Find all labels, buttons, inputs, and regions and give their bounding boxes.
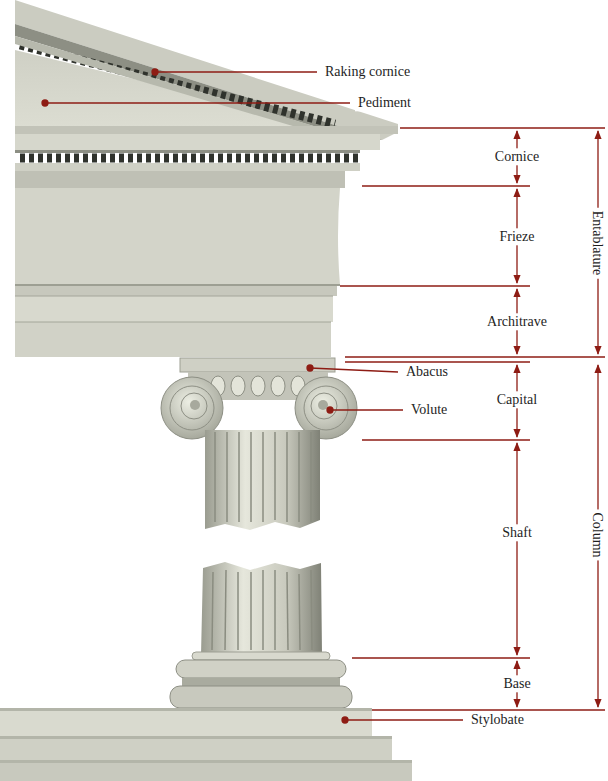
part-label: Shaft [499, 524, 535, 541]
illustration-part [170, 386, 214, 430]
illustration-part [251, 376, 265, 396]
cornice-drawing [15, 126, 398, 188]
illustration-part [516, 443, 517, 655]
illustration-part [0, 736, 392, 739]
part-label: Cornice [492, 148, 542, 165]
illustration-part [311, 570, 312, 650]
illustration-part [310, 432, 312, 522]
part-label: Raking cornice [322, 63, 413, 80]
illustration-part [286, 432, 288, 522]
illustration-part [15, 171, 345, 188]
illustration-part [15, 36, 360, 140]
illustration-part [345, 356, 605, 357]
part-label: Abacus [403, 363, 451, 380]
stylobate-drawing [0, 708, 412, 781]
illustration-part [15, 134, 380, 150]
part-label: Base [500, 675, 533, 692]
illustration-part [15, 322, 331, 357]
part-label: Entablature [588, 208, 605, 279]
illustration-part [212, 432, 312, 650]
shaft-drawing [201, 430, 322, 655]
dimension-lines [340, 128, 605, 710]
illustration-part [201, 562, 322, 655]
illustration-part [0, 760, 412, 763]
illustration-part [274, 570, 276, 650]
illustration-part [176, 660, 346, 678]
illustration-part [15, 296, 333, 297]
part-label: Frieze [497, 228, 538, 245]
illustration-part [0, 736, 392, 760]
illustration-part [15, 163, 360, 171]
illustration-part [304, 386, 348, 430]
illustration-part [15, 322, 331, 323]
illustration-part [155, 71, 317, 72]
illustration-part [0, 708, 372, 711]
illustration-part [181, 393, 207, 419]
illustration-part [274, 432, 276, 520]
illustration-part [262, 570, 264, 650]
illustration-part [15, 24, 382, 140]
illustration-part [170, 686, 352, 708]
illustration-part [330, 409, 403, 410]
illustration-part [214, 432, 216, 522]
part-label: Architrave [484, 313, 550, 330]
illustration-part [250, 572, 252, 650]
illustration-part [225, 570, 226, 650]
illustration-part [15, 296, 333, 322]
illustration-part [345, 719, 463, 720]
illustration-part [192, 652, 330, 660]
illustration-part [0, 708, 372, 736]
illustration-part [226, 432, 228, 522]
illustration-part [238, 432, 240, 522]
illustration-part [298, 432, 300, 522]
illustration-part [211, 376, 305, 396]
illustration-part [237, 572, 239, 650]
part-label: Volute [408, 401, 450, 418]
illustration-part [0, 760, 412, 781]
illustration-part [352, 657, 530, 658]
architrave-drawing [15, 286, 337, 357]
illustration-part [20, 154, 358, 163]
illustration-part [299, 574, 300, 650]
illustration-part [271, 376, 285, 396]
illustration-part [161, 377, 223, 439]
illustration-part [45, 102, 350, 103]
illustration-part [205, 430, 320, 530]
illustration-part [250, 432, 252, 522]
illustration-part [180, 358, 335, 372]
illustration-part [362, 185, 530, 186]
illustration-part [15, 126, 398, 134]
frieze-drawing [15, 188, 340, 285]
part-label: Column [588, 509, 605, 560]
part-label: Stylobate [468, 711, 527, 728]
illustration-part [182, 678, 340, 686]
illustration-part [15, 150, 360, 153]
illustration-part [311, 393, 337, 419]
illustration-part [15, 284, 340, 286]
illustration-part [262, 432, 264, 522]
capital-drawing [161, 358, 357, 439]
illustration-part [190, 400, 200, 410]
illustration-part [212, 572, 213, 650]
illustration-part [295, 377, 357, 439]
illustration-part [318, 400, 328, 410]
illustration-part [310, 368, 398, 372]
base-drawing [170, 652, 352, 708]
part-label: Capital [494, 391, 540, 408]
illustration-part [362, 439, 530, 440]
illustration-part [400, 127, 605, 128]
illustration-part [287, 572, 288, 650]
part-label: Pediment [355, 94, 414, 111]
illustration-part [231, 376, 245, 396]
illustration-part [15, 286, 337, 296]
leader-lines [42, 69, 463, 723]
illustration-part [15, 188, 340, 285]
illustration-part [340, 285, 530, 286]
